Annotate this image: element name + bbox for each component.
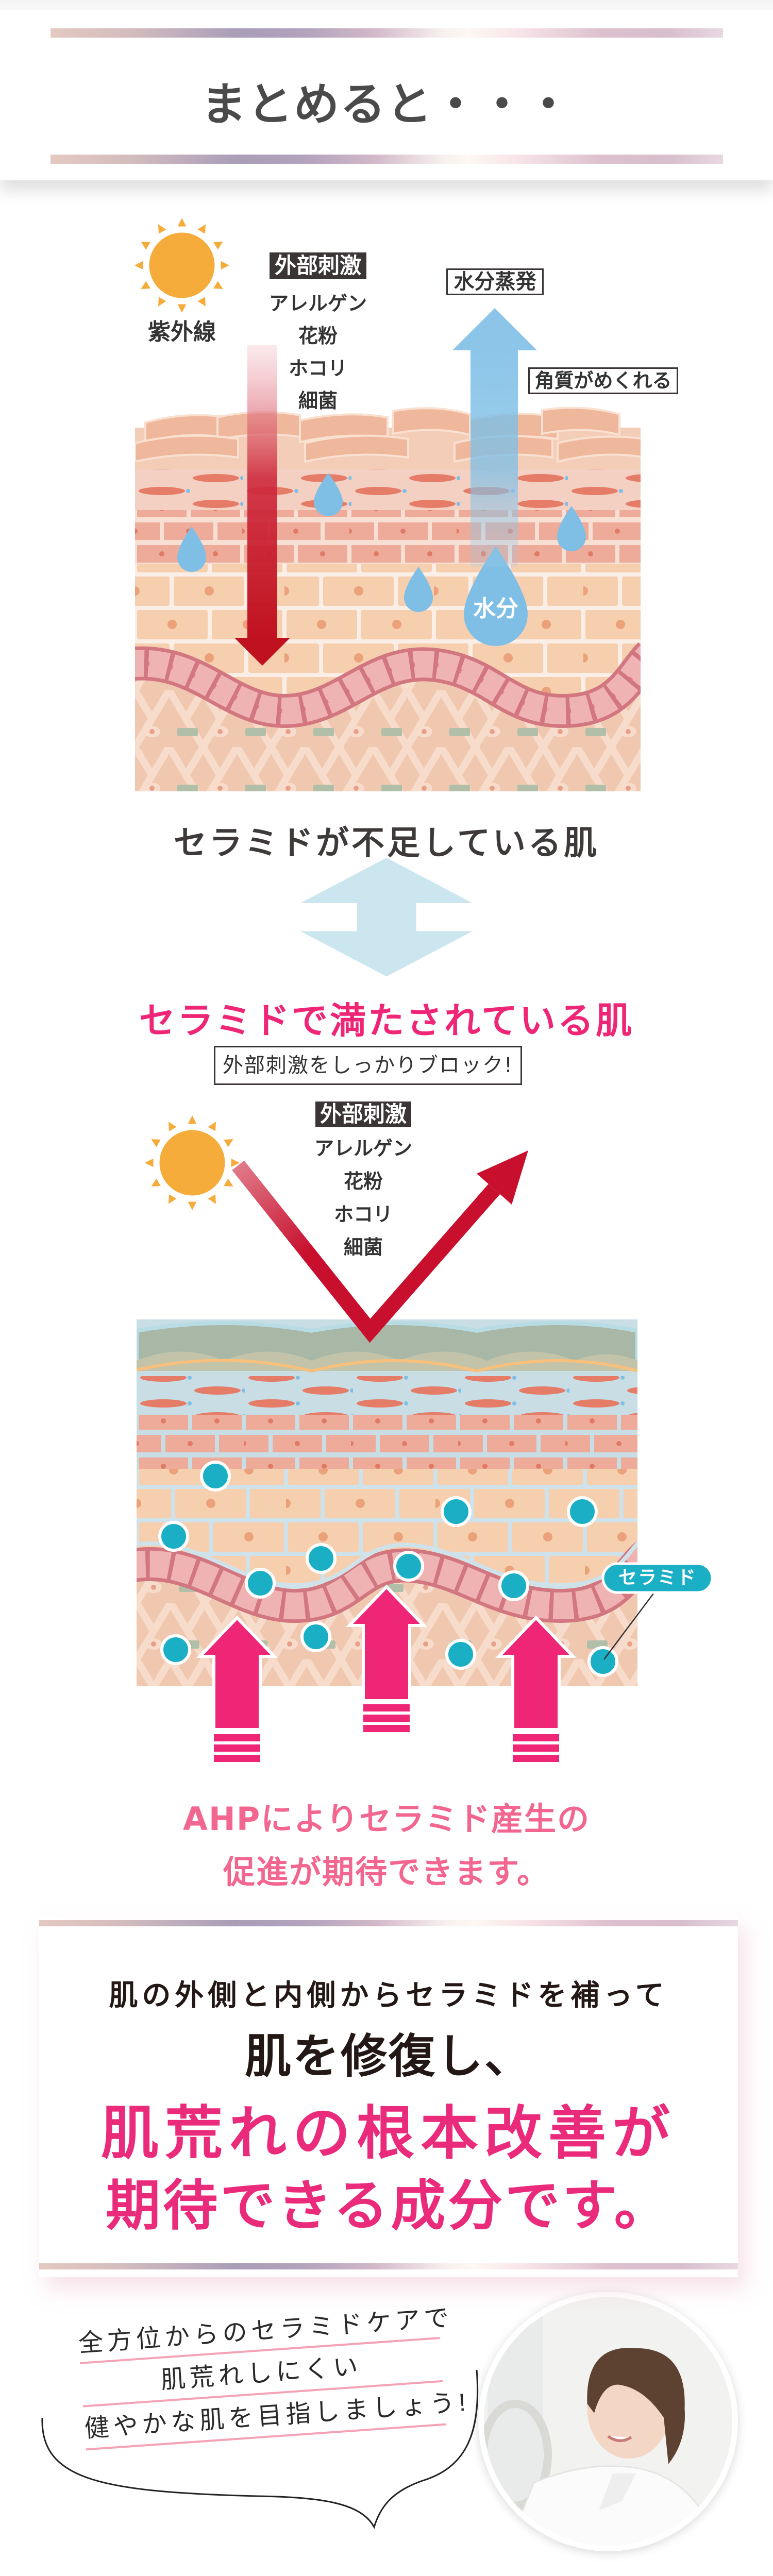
ceramide-particle [445,1639,476,1670]
ceramide-pointer-line [603,1593,654,1660]
dry-skin-diagram [135,218,641,791]
dry-skin-cross-section [135,407,641,791]
water-label: 水分 [473,596,518,622]
ceramide-particle [158,1521,189,1552]
pink-up-arrow-center [345,1584,428,1732]
header-bottom-bar [51,155,723,164]
external-stimuli-badge: 外部刺激 [270,252,366,279]
deficient-skin-caption: セラミドが不足している肌 [173,824,600,862]
stimulus-item: アレルゲン [268,292,367,315]
stimulus-item: ホコリ [288,357,347,380]
speech-bubble-outline [41,2369,479,2529]
water-droplets [177,473,586,612]
healthy-skin-title: セラミドで満たされている肌 [139,999,634,1042]
sun-ray [158,224,166,234]
pink-up-arrow-right [495,1615,577,1762]
stimulus-item: 細菌 [343,1236,383,1259]
ahp-caption-line-2: 促進が期待できます。 [223,1853,550,1891]
summary-line-2: 肌を修復し、 [245,2029,532,2083]
speech-bubble-text: 全方位からのセラミドケアで 肌荒れしにくい 健やかな肌を目指しましょう! [77,2301,470,2451]
uv-label: 紫外線 [148,319,216,345]
ceramide-particle [567,1496,598,1527]
header-top-bar [51,28,723,38]
sun-ray [177,218,187,227]
summary-line-4: 期待できる成分です。 [106,2173,671,2238]
stimulus-item: 花粉 [343,1170,383,1193]
sun-ray [169,1122,177,1131]
compare-double-arrow-icon [300,858,473,977]
blocked-stimuli-arrow [232,1150,528,1343]
stimuli-list: アレルゲン 花粉 ホコリ 細菌 [266,287,369,417]
flaking-label: 角質がめくれる [528,367,678,394]
sun-disc [157,1127,228,1198]
ceramide-particle [498,1570,529,1601]
sun-ray [141,281,150,289]
ceramide-particles [158,1461,618,1677]
stimulus-item: 細菌 [298,389,338,412]
ceramide-particle [587,1646,618,1677]
ceramide-production-arrows [196,1584,577,1762]
summary-top-bar [39,1920,738,1926]
header-panel [0,10,773,180]
sun-ray [188,1115,197,1124]
advisor-photo [478,2292,738,2551]
sun-icon [145,1115,240,1210]
ceramide-particle [160,1634,191,1665]
sun-ray [177,304,187,313]
ceramide-label-pill [601,1562,714,1594]
ceramide-label: セラミド [618,1567,697,1588]
sun-ray [197,224,206,234]
summary-line-1: 肌の外側と内側からセラミドを補って [109,1978,668,2012]
sun-ray [213,242,223,250]
large-water-droplet [464,546,528,646]
sun-icon [135,218,229,313]
sun-ray [158,297,166,307]
sun-ray [224,1139,233,1147]
summary-line-3: 肌荒れの根本改善が [101,2099,676,2167]
ceramide-particle [306,1543,337,1574]
healthy-skin-diagram [137,1115,714,1762]
sun-ray [141,242,150,250]
sun-ray [231,1158,240,1167]
stimuli-penetration-arrow [234,345,290,666]
sun-ray [188,1201,197,1210]
pink-up-arrow-left [196,1615,278,1762]
stimulus-item: アレルゲン [314,1137,412,1160]
water-evaporation-arrow [452,308,537,567]
sun-ray [169,1194,177,1204]
ceramide-particle [393,1551,424,1582]
sun-ray [224,1178,233,1187]
ceramide-particle [300,1621,331,1652]
ceramide-particle [245,1568,276,1599]
header-top-band [0,0,773,10]
sun-ray [221,261,229,270]
stimulus-item: 花粉 [298,325,338,347]
sun-ray [208,1194,216,1204]
page-title: まとめると・・・ [200,78,572,131]
ahp-caption-line-1: AHPによりセラミド産生の [182,1800,591,1838]
stimulus-item: ホコリ [333,1203,393,1226]
ceramide-particle [200,1461,231,1492]
sun-disc [146,230,217,301]
sun-ray [208,1122,216,1131]
sun-ray [197,297,206,307]
sun-ray [213,281,223,289]
summary-bottom-bar [39,2263,738,2269]
sun-ray [135,261,143,270]
sun-ray [145,1158,154,1167]
external-stimuli-badge: 外部刺激 [315,1101,411,1127]
evaporation-label: 水分蒸発 [446,268,544,295]
sun-ray [151,1139,161,1147]
summary-box [39,1917,738,2277]
block-label: 外部刺激をしっかりブロック! [214,1046,522,1085]
stimuli-list: アレルゲン 花粉 ホコリ 細菌 [312,1132,415,1264]
ceramide-particle [441,1496,472,1527]
sun-ray [151,1178,161,1187]
